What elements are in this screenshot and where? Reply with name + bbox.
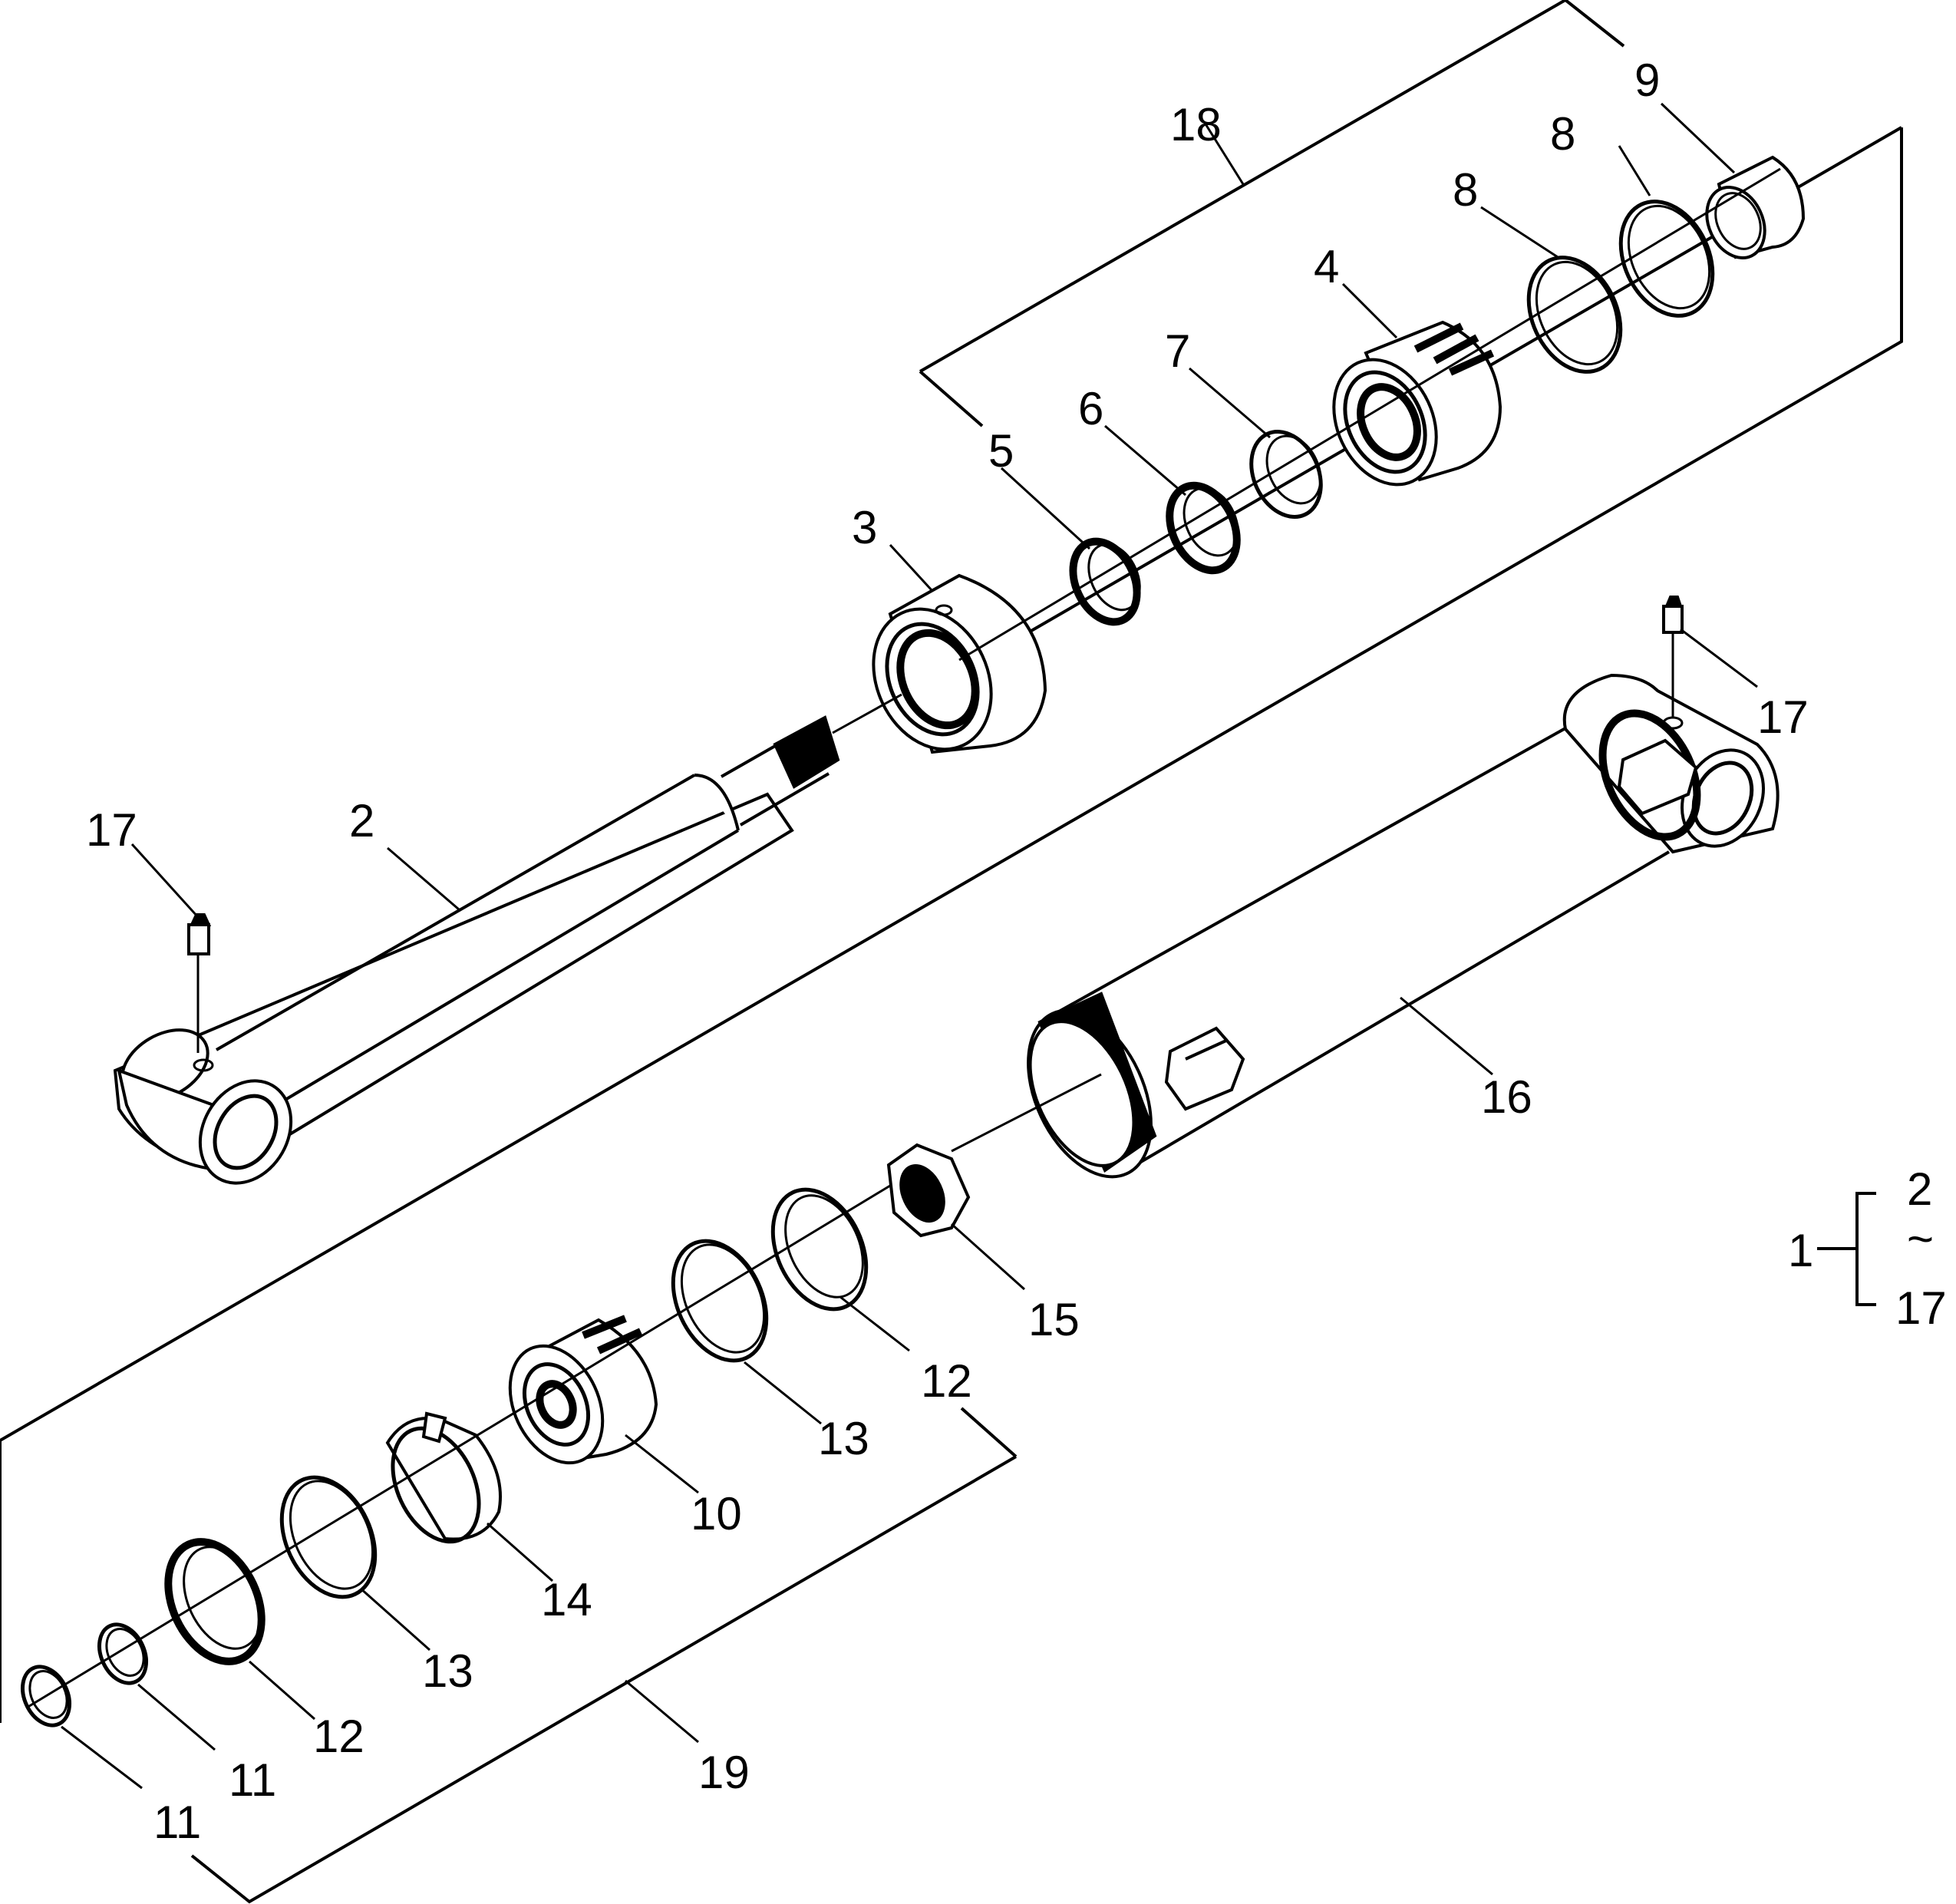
legend-range-start: 2 [1907, 1163, 1932, 1215]
label-17-left: 17 [86, 804, 137, 856]
o-ring-13-upper [671, 1239, 769, 1363]
kit-19-bracket [0, 1407, 1018, 1904]
label-19: 19 [698, 1747, 750, 1798]
o-ring-8-a [1526, 256, 1623, 374]
label-3: 3 [852, 502, 877, 553]
rod-gland [872, 573, 1047, 754]
label-8-b: 8 [1550, 108, 1575, 160]
label-8-a: 8 [1453, 164, 1478, 216]
backup-ring-12-upper [770, 1187, 869, 1312]
label-15: 15 [1028, 1294, 1080, 1345]
label-12-upper: 12 [921, 1355, 972, 1407]
label-10: 10 [691, 1488, 742, 1539]
grease-nipple-right [1662, 596, 1684, 718]
label-16: 16 [1481, 1071, 1532, 1123]
label-17-right: 17 [1757, 691, 1809, 743]
seal-6 [1166, 481, 1241, 575]
kit-18-bracket [0, 0, 1903, 1723]
o-ring-11-b [21, 1665, 71, 1727]
cylinder-tube [1027, 673, 1780, 1179]
o-ring-11-a [97, 1622, 148, 1685]
backup-ring-12-lower [164, 1538, 266, 1665]
label-13-upper: 13 [818, 1413, 869, 1464]
leader-lines [61, 102, 1758, 1790]
legend-parent: 1 [1788, 1225, 1813, 1276]
label-7: 7 [1165, 325, 1190, 377]
label-9: 9 [1634, 54, 1660, 106]
wear-ring-9 [1705, 155, 1806, 259]
label-6: 6 [1078, 383, 1103, 434]
assembly-legend: 1 2 ~ 17 [1788, 1163, 1947, 1334]
label-18: 18 [1170, 99, 1222, 150]
piston-rod [113, 715, 840, 1185]
label-11-upper: 11 [229, 1754, 276, 1806]
o-ring-8-b [1618, 200, 1715, 318]
label-13-lower: 13 [422, 1645, 473, 1697]
legend-range-end: 17 [1895, 1282, 1947, 1334]
label-5: 5 [988, 425, 1014, 477]
label-14: 14 [541, 1574, 592, 1625]
cylinder-head [1332, 320, 1502, 487]
assembly-axis-lines [26, 167, 1781, 1709]
legend-range-symbol: ~ [1907, 1213, 1934, 1265]
split-ring-14 [385, 1411, 502, 1544]
seal-7 [1249, 430, 1323, 519]
grease-nipple-left [187, 913, 212, 1053]
label-11-lower: 11 [153, 1797, 201, 1848]
label-12-lower: 12 [313, 1711, 364, 1762]
part-labels: 2 3 5 6 7 4 8 8 9 18 17 17 16 15 12 13 1… [86, 54, 1809, 1848]
lock-nut [886, 1143, 971, 1238]
piston [508, 1315, 658, 1465]
seal-5 [1069, 537, 1141, 626]
label-4: 4 [1314, 241, 1339, 292]
label-2: 2 [349, 795, 374, 846]
o-ring-13-lower [279, 1475, 378, 1599]
